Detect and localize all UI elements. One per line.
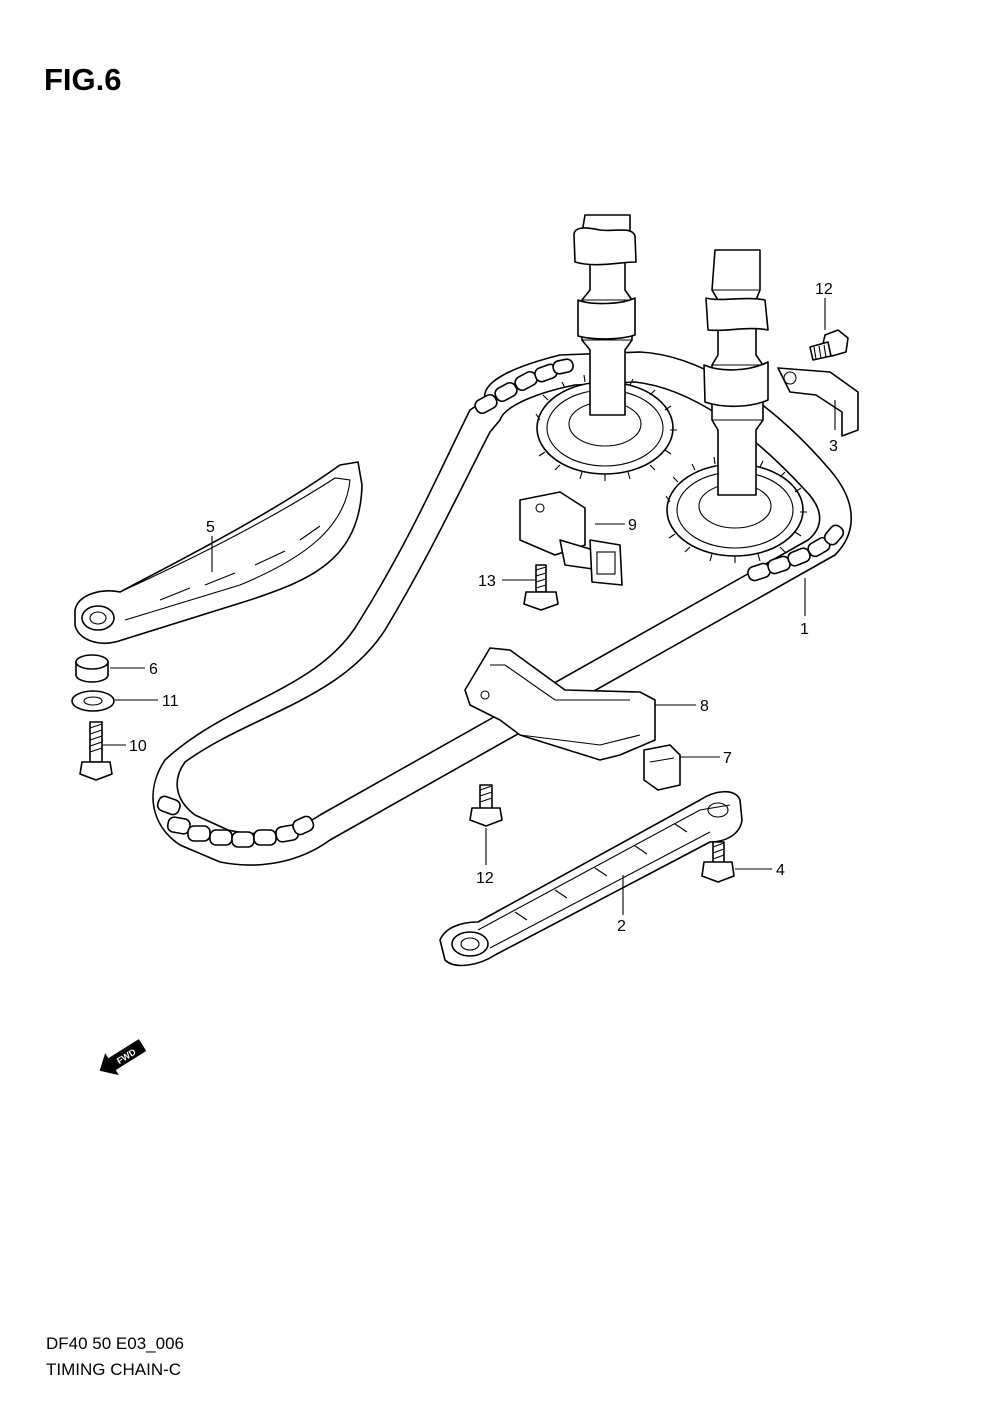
callout-11: 11 bbox=[162, 693, 179, 710]
callout-4: 4 bbox=[776, 862, 785, 879]
callout-7: 7 bbox=[723, 750, 732, 767]
timing-chain bbox=[152, 351, 852, 866]
callout-2: 2 bbox=[617, 918, 626, 935]
callout-12-lower: 12 bbox=[476, 870, 494, 887]
leader-lines bbox=[102, 298, 836, 915]
part-11-washer bbox=[71, 690, 115, 712]
part-13-bolt bbox=[523, 564, 559, 611]
callout-labels: 12 3 9 13 1 5 6 11 10 8 7 12 2 4 bbox=[129, 281, 838, 935]
callout-1: 1 bbox=[800, 621, 809, 638]
figure-title: FIG.6 bbox=[44, 62, 122, 97]
exhaust-camshaft bbox=[665, 249, 807, 563]
callout-5: 5 bbox=[206, 519, 215, 536]
part-12-bolt-top bbox=[809, 329, 849, 361]
callout-10: 10 bbox=[129, 738, 147, 755]
callout-12-top: 12 bbox=[815, 281, 833, 298]
intake-camshaft bbox=[535, 214, 677, 481]
part-5-tensioner-arm bbox=[74, 461, 363, 644]
section-name: TIMING CHAIN-C bbox=[46, 1360, 182, 1379]
part-4-bolt bbox=[701, 841, 735, 883]
callout-13: 13 bbox=[478, 573, 496, 590]
callout-3: 3 bbox=[829, 438, 838, 455]
part-2-chain-guide bbox=[439, 790, 743, 967]
part-12-bolt-lower bbox=[469, 784, 503, 827]
part-7-clip bbox=[643, 744, 681, 791]
part-6-collar bbox=[75, 654, 109, 683]
part-10-bolt bbox=[79, 721, 113, 781]
callout-9: 9 bbox=[628, 517, 637, 534]
part-9-tensioner bbox=[519, 491, 623, 586]
part-8-chain-guide bbox=[464, 647, 656, 761]
fwd-arrow-icon: FWD bbox=[99, 1039, 147, 1076]
callout-8: 8 bbox=[700, 698, 709, 715]
callout-6: 6 bbox=[149, 661, 158, 678]
model-code: DF40 50 E03_006 bbox=[46, 1334, 184, 1353]
part-3-bracket bbox=[777, 367, 859, 437]
